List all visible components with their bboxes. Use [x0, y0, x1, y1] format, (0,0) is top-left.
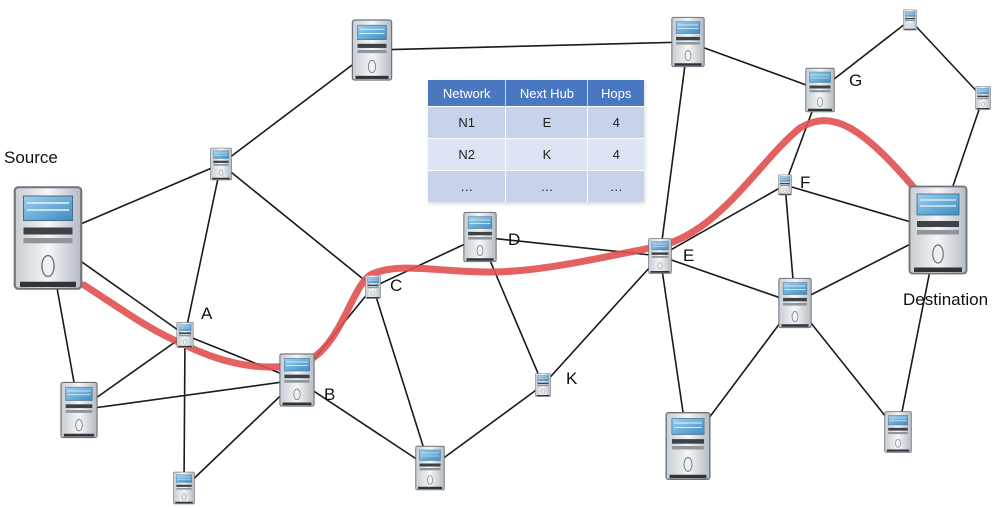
- link-a-n4: [183, 334, 186, 489]
- server-icon-n11[interactable]: [884, 411, 912, 453]
- cell-hops: 4: [587, 106, 644, 139]
- server-icon-source[interactable]: [13, 186, 83, 290]
- cell-network: N1: [428, 106, 507, 139]
- server-icon-b[interactable]: [279, 353, 315, 407]
- cell-network: N2: [428, 138, 507, 171]
- server-icon-d[interactable]: [463, 211, 497, 263]
- header-hops: Hops: [587, 80, 644, 107]
- server-icon-n3[interactable]: [60, 381, 98, 439]
- header-next-hub: Next Hub: [505, 80, 589, 107]
- table-row: N1 E 4: [428, 106, 644, 139]
- cell-next-hub: …: [505, 170, 589, 202]
- label-source: Source: [4, 148, 58, 167]
- server-icon-f[interactable]: [778, 174, 792, 196]
- server-icon-g[interactable]: [805, 67, 835, 113]
- link-b-n5: [296, 379, 431, 469]
- label-destination: Destination: [903, 290, 988, 309]
- server-icon-n2[interactable]: [210, 147, 232, 181]
- label-k: K: [566, 369, 578, 388]
- cell-next-hub: E: [505, 106, 589, 139]
- routing-table-header-row: Network Next Hub Hops: [428, 80, 644, 107]
- server-icon-n6[interactable]: [665, 411, 711, 481]
- server-icon-n10[interactable]: [778, 277, 812, 329]
- server-icon-n1[interactable]: [351, 19, 393, 81]
- server-icon-k[interactable]: [535, 373, 551, 397]
- label-b: B: [324, 385, 335, 404]
- cell-network: …: [428, 170, 507, 202]
- cell-hops: …: [587, 170, 644, 202]
- server-icon-a[interactable]: [176, 322, 194, 348]
- link-n4-b: [183, 379, 298, 489]
- server-icon-n5[interactable]: [415, 445, 445, 491]
- link-n2-c: [220, 163, 374, 288]
- link-n2-n1: [220, 49, 373, 165]
- routing-table: Network Next Hub Hops N1 E 4 N2 K 4 … … …: [428, 80, 644, 202]
- link-n1-n7: [371, 41, 689, 51]
- label-c: C: [390, 276, 402, 295]
- table-row: … … …: [428, 170, 644, 202]
- cell-next-hub: K: [505, 138, 589, 171]
- link-n3-b: [78, 379, 298, 411]
- link-a-b: [184, 334, 298, 381]
- server-icon-n4[interactable]: [173, 471, 195, 505]
- route-path: [80, 117, 924, 371]
- header-network: Network: [428, 80, 507, 107]
- server-icon-e[interactable]: [648, 238, 672, 274]
- label-d: D: [508, 230, 520, 249]
- server-icon-n7[interactable]: [671, 16, 705, 68]
- link-g-n8: [819, 19, 911, 91]
- server-icon-n9[interactable]: [975, 86, 991, 110]
- label-g: G: [849, 71, 862, 90]
- link-c-d: [372, 236, 481, 288]
- link-n8-n9: [909, 19, 984, 99]
- link-e-n7: [659, 41, 689, 257]
- cell-hops: 4: [587, 138, 644, 171]
- label-f: F: [800, 173, 810, 192]
- label-e: E: [683, 246, 694, 265]
- link-n5-k: [429, 384, 544, 469]
- server-icon-n8[interactable]: [903, 9, 917, 31]
- table-row: N2 K 4: [428, 138, 644, 171]
- server-icon-c[interactable]: [365, 275, 381, 299]
- link-c-n5: [372, 286, 431, 469]
- link-n10-n11: [794, 302, 899, 433]
- link-n2-a: [184, 163, 222, 336]
- link-n7-g: [687, 41, 821, 91]
- link-k-e: [542, 255, 661, 386]
- label-a: A: [201, 304, 213, 323]
- link-e-n10: [659, 255, 796, 304]
- link-e-f: [659, 184, 786, 257]
- server-icon-dest[interactable]: [908, 185, 968, 275]
